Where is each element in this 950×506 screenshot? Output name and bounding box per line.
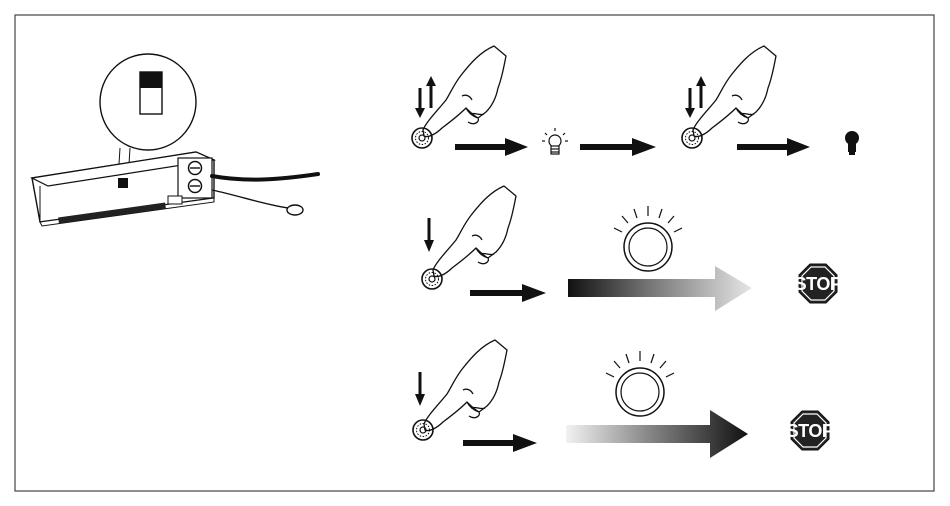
fade-in-arrow [566,410,748,458]
stop-label: STOP [795,274,842,294]
arrow-right-icon [737,138,810,156]
row-dim-fade-in: STOP [413,340,834,458]
down-arrow-icon [424,218,434,252]
ring-terminal-icon [287,205,303,215]
stop-sign-icon: STOP [787,411,834,450]
receiver-device [32,54,318,226]
antenna-wire [212,190,288,208]
row-dim-fade-out: STOP [422,186,842,311]
up-down-arrows-icon [415,76,436,118]
push-button-icon [413,420,433,440]
bulb-outline-icon [542,128,568,154]
fade-out-arrow [568,266,752,311]
bulb-filled-icon [845,131,859,155]
down-arrow-icon [415,372,425,406]
power-cable [212,174,318,180]
pressing-hand-icon [423,46,506,137]
push-button-icon [412,128,432,148]
push-button-icon [682,128,702,148]
stop-sign-icon: STOP [795,264,842,303]
arrow-right-icon [455,138,528,156]
row-toggle [412,46,859,156]
pressing-hand-icon [693,46,776,137]
arrow-right-icon [470,284,546,302]
body-switch [118,178,128,188]
up-down-arrows-icon [685,76,706,118]
arrow-right-icon [580,138,656,156]
dip-switch-icon [140,72,162,114]
glowing-ring-icon [606,351,674,416]
push-button-icon [422,269,442,289]
pressing-hand-icon [433,186,516,277]
pressing-hand-icon [424,340,507,431]
arrow-right-icon [463,434,537,452]
glowing-ring-icon [614,206,682,271]
stop-label: STOP [787,421,834,441]
